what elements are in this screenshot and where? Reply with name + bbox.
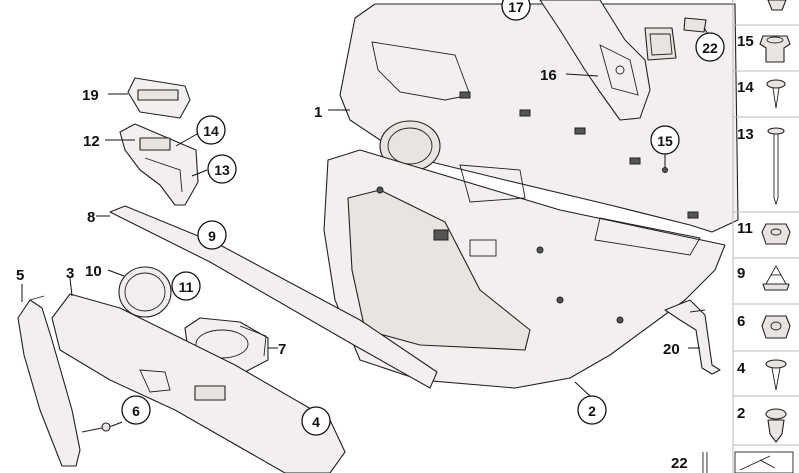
svg-text:22: 22 — [702, 40, 718, 56]
sidebar-11-icon — [761, 223, 791, 245]
callout-6-circle: 6 — [121, 395, 151, 425]
svg-text:11: 11 — [179, 279, 194, 295]
sidebar-label-13: 13 — [737, 126, 754, 143]
sidebar-15-icon — [759, 35, 791, 63]
callout-12: 12 — [83, 133, 100, 150]
switch-housing-part-12 — [105, 123, 208, 206]
sidebar-label-6: 6 — [737, 313, 745, 330]
armrest-part-3 — [51, 277, 346, 473]
leader-part-15 — [662, 153, 668, 173]
svg-text:15: 15 — [657, 133, 673, 149]
sidebar-label-11: 11 — [737, 220, 753, 237]
svg-text:4: 4 — [312, 414, 320, 430]
screw-part-6 — [81, 421, 123, 433]
speaker-cover-part-10 — [107, 266, 172, 318]
sidebar-2-icon — [765, 408, 787, 443]
callout-13-circle: 13 — [207, 154, 237, 184]
svg-text:6: 6 — [132, 403, 140, 419]
sidebar-13-icon — [767, 127, 785, 206]
callout-9-circle: 9 — [197, 220, 227, 250]
callout-22-circle: 22 — [695, 32, 725, 62]
leader-part-16 — [565, 73, 599, 77]
callout-20: 20 — [663, 341, 680, 358]
bracket-part-16 — [539, 0, 651, 121]
callout-17-circle: 17 — [501, 0, 531, 21]
callout-19: 19 — [82, 87, 99, 104]
sidebar-22-pin-icon — [702, 452, 708, 473]
sidebar-label-14: 14 — [737, 79, 754, 96]
bracket-part-20 — [664, 299, 721, 375]
callout-8: 8 — [87, 209, 95, 226]
grab-strip-part-5 — [17, 284, 81, 467]
callout-3: 3 — [66, 265, 74, 282]
sidebar-label-2: 2 — [737, 405, 745, 422]
svg-text:14: 14 — [203, 123, 219, 139]
sidebar-label-4: 4 — [737, 360, 746, 377]
sidebar-label-15: 15 — [737, 33, 754, 50]
trim-strip-part-8 — [96, 205, 438, 389]
door-trim-part-2 — [323, 149, 726, 389]
svg-text:17: 17 — [508, 0, 524, 15]
callout-22-bottom: 22 — [671, 455, 688, 472]
sidebar-4-icon — [765, 359, 787, 391]
callout-7: 7 — [278, 341, 286, 358]
leader-part-2 — [574, 381, 591, 397]
switch-cover-part-19 — [108, 77, 191, 119]
svg-text:2: 2 — [588, 403, 596, 419]
sidebar-14-icon — [766, 79, 786, 109]
callout-5: 5 — [16, 267, 24, 284]
sidebar-6-icon — [761, 315, 791, 339]
svg-text:13: 13 — [214, 162, 230, 178]
callout-16: 16 — [540, 67, 557, 84]
callout-10: 10 — [85, 263, 102, 280]
sidebar-bottom-box-icon — [734, 451, 794, 473]
sidebar-frame — [732, 0, 799, 473]
sidebar-9-icon — [762, 265, 790, 291]
callout-4-circle: 4 — [301, 406, 331, 436]
sidebar-label-9: 9 — [737, 265, 745, 282]
callout-11-circle: 11 — [171, 271, 201, 301]
callout-1: 1 — [314, 104, 322, 121]
callout-15-circle: 15 — [650, 125, 680, 155]
callout-2-circle: 2 — [577, 395, 607, 425]
clip-part — [644, 27, 677, 61]
callout-14-circle: 14 — [196, 115, 226, 145]
sidebar-top-clip-icon — [767, 0, 787, 11]
svg-text:9: 9 — [208, 228, 216, 244]
